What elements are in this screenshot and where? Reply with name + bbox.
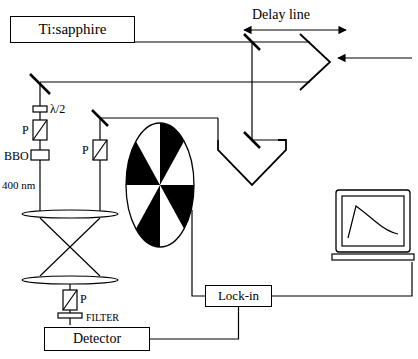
retroreflector xyxy=(218,140,286,185)
node-text: Lock-in xyxy=(218,288,259,304)
part-label: 400 nm xyxy=(2,180,35,191)
polarizer xyxy=(63,290,77,310)
polarizer xyxy=(33,120,47,140)
chopper-sector xyxy=(136,185,160,247)
node-text: Ti:sapphire xyxy=(39,21,107,38)
signal-wire xyxy=(150,307,239,339)
motion-arrow xyxy=(338,57,412,58)
beam xyxy=(217,118,218,140)
beam xyxy=(135,41,252,42)
chopper-wheel xyxy=(126,123,194,247)
polarizer xyxy=(93,140,107,160)
part-label: λ/2 xyxy=(50,103,65,115)
beam xyxy=(40,81,310,82)
beam xyxy=(40,218,100,276)
beam xyxy=(40,218,100,276)
signal-curve xyxy=(348,206,398,238)
polarizer xyxy=(93,140,107,160)
half-wave-plate xyxy=(33,106,47,112)
screen xyxy=(342,196,404,246)
node-text: Detector xyxy=(73,331,121,347)
detector-box: Detector xyxy=(44,327,150,351)
beam xyxy=(100,117,218,118)
part-label: FILTER xyxy=(86,313,119,323)
chopper-sector xyxy=(126,141,160,185)
polarizer xyxy=(33,120,47,140)
wire xyxy=(192,210,205,296)
bbo-crystal xyxy=(31,150,49,160)
polarizer xyxy=(63,290,77,310)
chopper-sector xyxy=(160,123,184,185)
keyboard xyxy=(332,254,414,260)
lens xyxy=(22,276,118,284)
laser-box: Ti:sapphire xyxy=(10,16,135,43)
beam xyxy=(252,41,310,42)
part-label: P xyxy=(22,124,29,136)
lockin-box: Lock-in xyxy=(205,285,272,307)
chopper-sector xyxy=(160,185,194,229)
part-label: BBO xyxy=(4,150,29,162)
part-label: P xyxy=(82,144,89,156)
beam xyxy=(251,42,252,140)
beam xyxy=(99,118,100,212)
beam xyxy=(39,82,40,212)
monitor xyxy=(336,190,410,252)
filter xyxy=(58,313,82,318)
lens xyxy=(22,210,118,218)
part-label: P xyxy=(80,293,87,305)
wire xyxy=(272,262,412,296)
delay-arrow xyxy=(244,29,346,30)
part-label: Delay line xyxy=(252,8,310,22)
